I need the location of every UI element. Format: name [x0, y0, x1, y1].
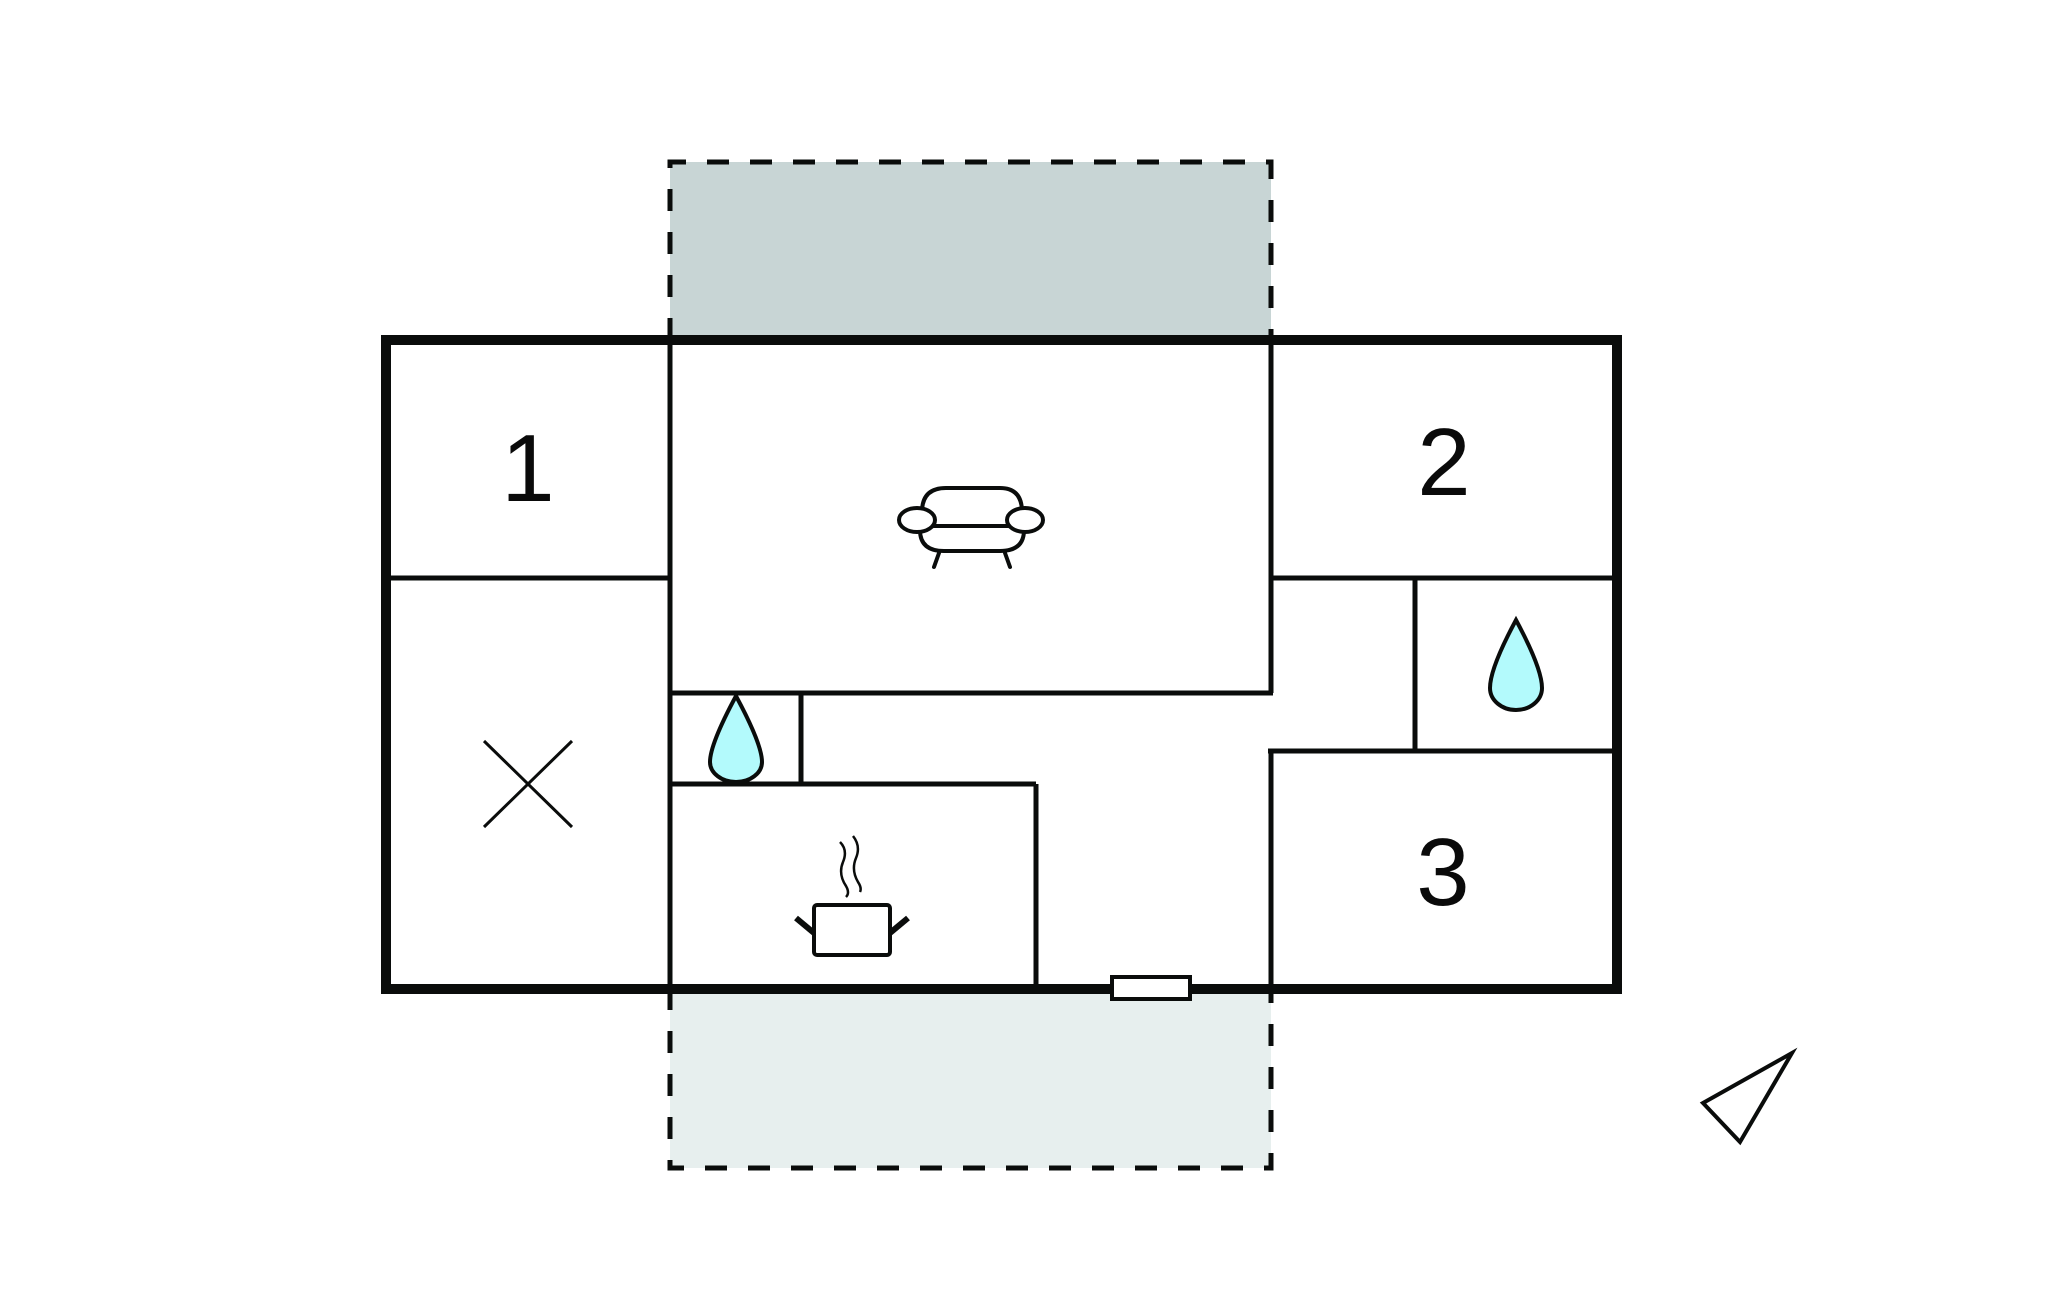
water-drop-icon: [707, 691, 765, 784]
terrace-top-outline: [667, 159, 1274, 340]
room-label-1: 1: [501, 415, 554, 522]
cooking-pot-icon: [794, 835, 910, 957]
cross-icon: [482, 739, 574, 829]
room-label-3: 3: [1416, 819, 1469, 926]
interior-walls: [386, 340, 1612, 989]
sofa-icon: [897, 486, 1045, 569]
outer-wall: [381, 335, 1622, 994]
water-drop-icon: [1487, 615, 1545, 712]
room-label-2: 2: [1417, 409, 1470, 516]
terrace-top: [670, 162, 1271, 340]
terrace-bottom: [670, 988, 1271, 1168]
compass-arrow-icon: [1699, 1047, 1798, 1146]
terrace-bottom-outline: [667, 988, 1274, 1171]
door-icon: [1110, 975, 1192, 1001]
